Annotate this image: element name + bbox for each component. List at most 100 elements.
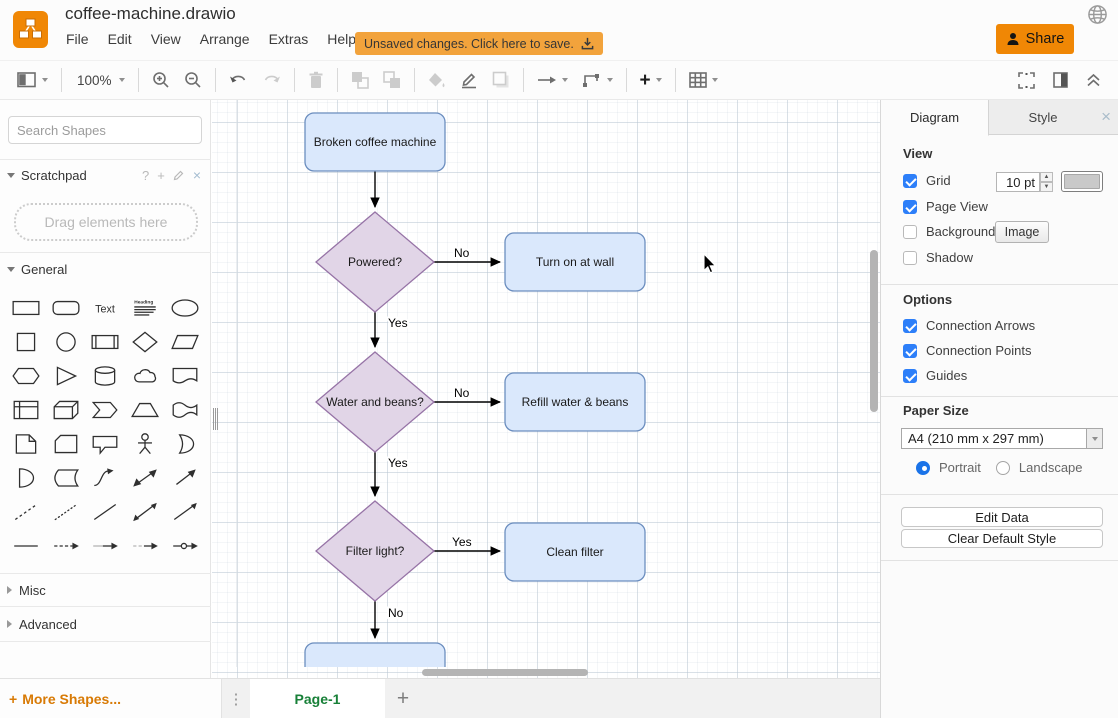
shape-parallelogram[interactable] — [165, 326, 205, 358]
shadow-checkbox[interactable] — [903, 250, 917, 265]
paper-size-select[interactable]: A4 (210 mm x 297 mm) — [901, 428, 1103, 449]
shape-tape[interactable] — [165, 394, 205, 426]
background-image-button[interactable]: Image — [995, 221, 1049, 243]
flow-edge-label[interactable]: Yes — [386, 314, 410, 332]
scratchpad-close-icon[interactable]: × — [192, 167, 201, 183]
shape-or[interactable] — [165, 428, 205, 460]
menu-extras[interactable]: Extras — [268, 31, 309, 47]
table-button[interactable] — [686, 66, 721, 94]
flow-node-refill-water-beans[interactable] — [504, 372, 646, 432]
scratchpad-help-icon[interactable]: ? — [141, 167, 150, 183]
shape-search[interactable] — [8, 116, 202, 144]
pages-menu-icon[interactable]: ⋮ — [228, 690, 244, 708]
insert-button[interactable]: + — [637, 66, 665, 94]
shape-document[interactable] — [165, 360, 205, 392]
shape-rounded-rectangle[interactable] — [46, 292, 86, 324]
shape-internal-storage[interactable] — [6, 394, 46, 426]
unsaved-changes-button[interactable]: Unsaved changes. Click here to save. — [355, 32, 603, 55]
shape-callout[interactable] — [86, 428, 126, 460]
guides-checkbox[interactable] — [903, 368, 917, 383]
horizontal-scrollbar[interactable] — [422, 669, 588, 676]
zoom-level-button[interactable]: 100% — [72, 66, 128, 94]
shape-process[interactable] — [86, 326, 126, 358]
shape-line[interactable] — [86, 496, 126, 528]
shape-dotted-line[interactable] — [46, 496, 86, 528]
flow-edge-label[interactable]: No — [452, 244, 472, 262]
flow-edge-label[interactable]: No — [386, 604, 406, 622]
shape-card[interactable] — [46, 428, 86, 460]
shape-dashed-line[interactable] — [6, 496, 46, 528]
flow-node-filter-light[interactable] — [314, 500, 436, 602]
shape-cylinder[interactable] — [86, 360, 126, 392]
shape-hexagon[interactable] — [6, 360, 46, 392]
scratchpad-dropzone[interactable]: Drag elements here — [14, 203, 198, 241]
panel-close-icon[interactable]: × — [1101, 107, 1111, 126]
redo-button[interactable] — [259, 66, 284, 94]
collapse-toolbar-button[interactable] — [1083, 66, 1104, 94]
zoom-in-button[interactable] — [149, 66, 173, 94]
grid-size-stepper[interactable]: ▲▼ — [1040, 172, 1053, 192]
menu-arrange[interactable]: Arrange — [199, 31, 250, 47]
shape-link[interactable] — [6, 530, 46, 562]
shape-circle[interactable] — [46, 326, 86, 358]
more-shapes-button[interactable]: + More Shapes... — [0, 678, 222, 718]
flow-edge-label[interactable]: Yes — [386, 454, 410, 472]
select-dropdown-button[interactable] — [1086, 429, 1102, 448]
fullscreen-button[interactable] — [1015, 66, 1038, 94]
menu-help[interactable]: Help — [327, 31, 357, 47]
shape-directional-connector[interactable] — [165, 496, 205, 528]
shape-rectangle[interactable] — [6, 292, 46, 324]
tab-diagram[interactable]: Diagram — [881, 100, 989, 136]
shape-bidirectional-arrow[interactable] — [125, 462, 165, 494]
flow-node-clean-filter[interactable] — [504, 522, 646, 582]
page-tab[interactable]: Page-1 — [250, 679, 385, 718]
grid-color-swatch[interactable] — [1061, 171, 1103, 192]
shape-cloud[interactable] — [125, 360, 165, 392]
shape-data-storage[interactable] — [46, 462, 86, 494]
add-page-button[interactable]: + — [396, 686, 410, 710]
shape-directional-edge[interactable] — [46, 530, 86, 562]
vertical-scrollbar[interactable] — [870, 250, 878, 412]
shape-note[interactable] — [6, 428, 46, 460]
sidebar-resize-grip[interactable] — [213, 408, 219, 430]
portrait-radio[interactable] — [916, 460, 930, 475]
section-misc[interactable]: Misc — [0, 577, 211, 603]
to-back-button[interactable] — [380, 66, 404, 94]
shape-trapezoid[interactable] — [125, 394, 165, 426]
shape-arrow-edge[interactable] — [86, 530, 126, 562]
connection-points-checkbox[interactable] — [903, 343, 917, 358]
clear-default-style-button[interactable]: Clear Default Style — [901, 529, 1103, 548]
shape-text[interactable]: Text — [86, 292, 126, 324]
menu-file[interactable]: File — [66, 31, 89, 47]
flow-node-broken-coffee-machine[interactable] — [304, 112, 446, 172]
grid-checkbox[interactable] — [903, 173, 917, 188]
shape-and[interactable] — [6, 462, 46, 494]
view-layout-button[interactable] — [14, 66, 51, 94]
shape-textbox[interactable]: Heading — [125, 292, 165, 324]
scratchpad-edit-icon[interactable] — [173, 169, 185, 181]
landscape-radio[interactable] — [995, 460, 1010, 475]
edit-data-button[interactable]: Edit Data — [901, 507, 1103, 527]
section-general[interactable]: General — [0, 256, 211, 282]
shape-arrow[interactable] — [165, 462, 205, 494]
tab-style[interactable]: Style — [1028, 110, 1058, 125]
search-input[interactable] — [17, 122, 193, 138]
shape-actor[interactable] — [125, 428, 165, 460]
to-front-button[interactable] — [348, 66, 372, 94]
share-button[interactable]: Share — [996, 24, 1074, 54]
shape-connector-with-label[interactable] — [165, 530, 205, 562]
background-checkbox[interactable] — [903, 224, 917, 239]
flow-node-turn-on-at-wall[interactable] — [504, 232, 646, 292]
flow-node-water-and-beans[interactable] — [314, 351, 436, 453]
shape-bidirectional-connector[interactable] — [125, 496, 165, 528]
flow-edge-label[interactable]: No — [452, 384, 472, 402]
fill-color-button[interactable] — [425, 66, 449, 94]
line-color-button[interactable] — [457, 66, 481, 94]
scratchpad-add-icon[interactable]: + — [157, 167, 165, 183]
waypoints-button[interactable] — [579, 66, 616, 94]
shadow-button[interactable] — [489, 66, 513, 94]
connection-arrows-checkbox[interactable] — [903, 318, 917, 333]
shape-cube[interactable] — [46, 394, 86, 426]
format-panel-toggle-button[interactable] — [1050, 66, 1071, 94]
